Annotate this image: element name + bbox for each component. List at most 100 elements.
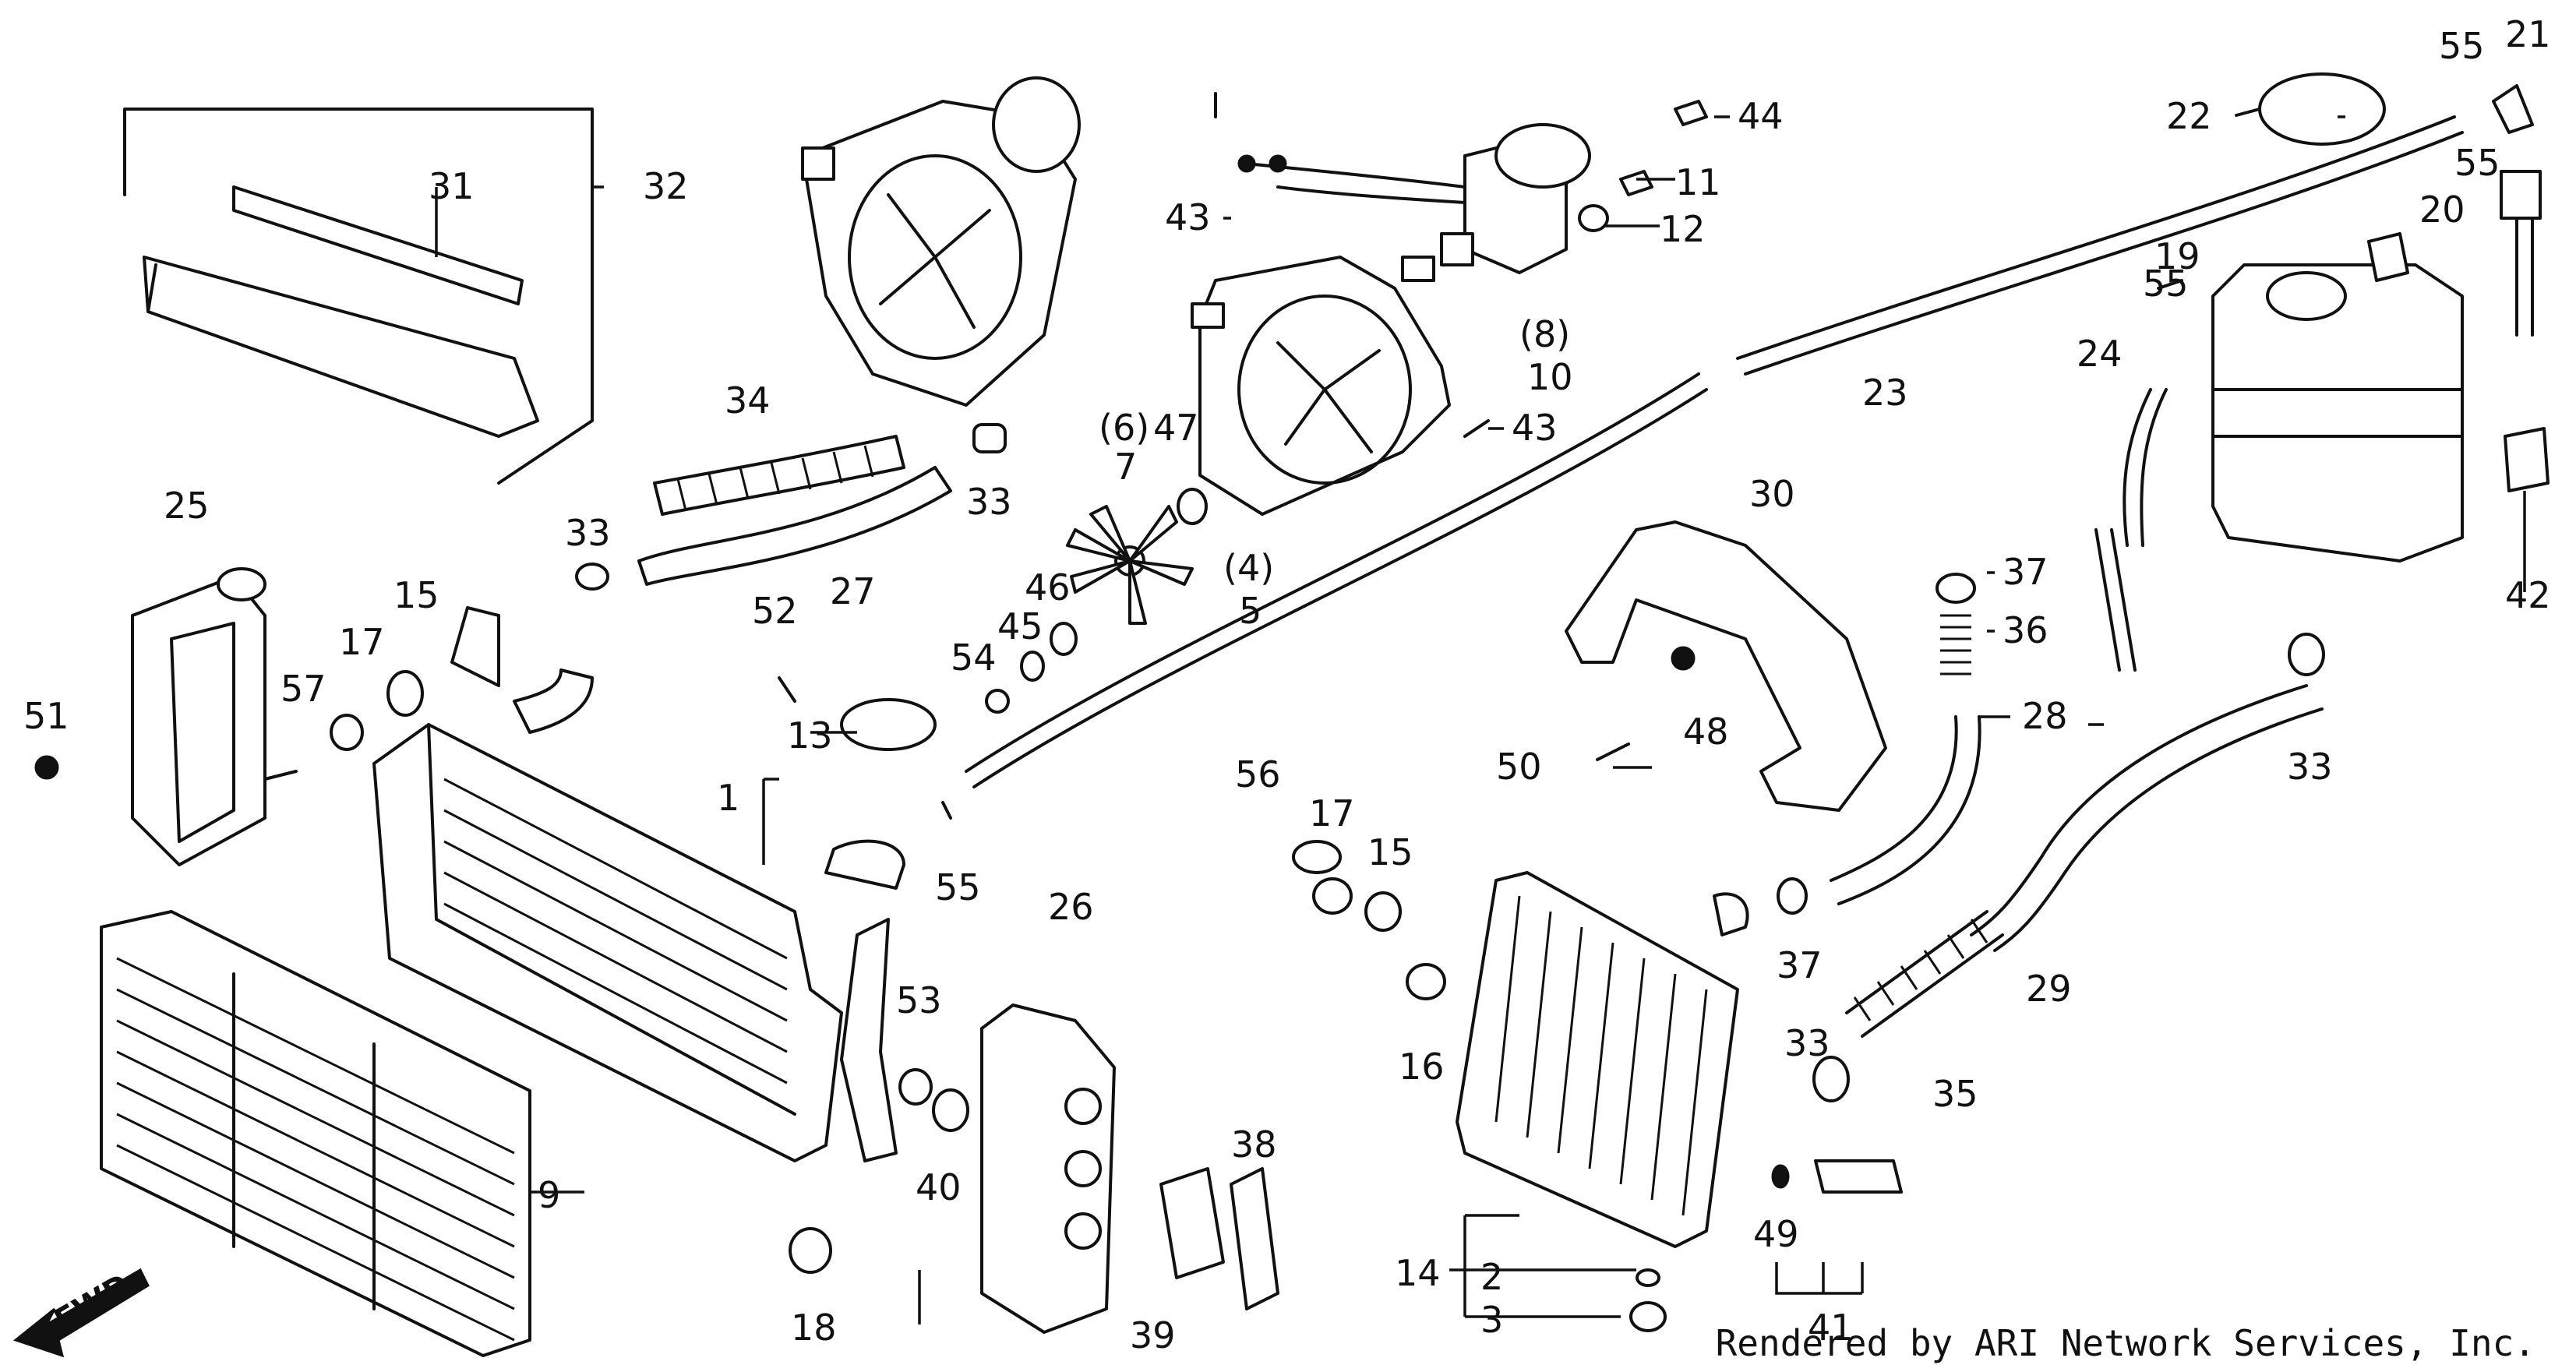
- sub-radiator: [1456, 871, 1749, 1248]
- callout-55-tank: 55: [2143, 263, 2189, 305]
- clamp-33-right: [2288, 633, 2325, 676]
- callout-8: (8): [1519, 313, 1570, 355]
- callout-46: 46: [1025, 566, 1071, 608]
- grommet-17-left: [330, 714, 364, 751]
- callout-50: 50: [1496, 746, 1542, 788]
- credit-text: Rendered by ARI Network Services, Inc.: [1715, 1322, 2535, 1364]
- duct-26: [980, 1003, 1116, 1334]
- washer-49: [1771, 1164, 1790, 1189]
- grommet-17-center: [1312, 877, 1353, 915]
- main-radiator: [372, 606, 905, 1162]
- callout-43-lower: 43: [1512, 407, 1558, 449]
- callout-44: 44: [1738, 95, 1784, 137]
- callout-19: 19: [2154, 235, 2200, 277]
- callout-32: 32: [643, 165, 689, 207]
- left-fan-shroud-assembly: [801, 76, 1081, 407]
- callout-56: 56: [1235, 753, 1281, 795]
- callout-47: 47: [1153, 407, 1199, 449]
- callout-25: 25: [164, 485, 210, 527]
- callout-14: 14: [1395, 1252, 1441, 1294]
- callout-18: 18: [791, 1307, 837, 1349]
- callout-12: 12: [1660, 208, 1706, 250]
- callout-36: 36: [2003, 609, 2048, 651]
- callout-55-top: 55: [2439, 25, 2485, 67]
- collar-15-center: [1364, 891, 1402, 932]
- callout-29: 29: [2026, 968, 2072, 1010]
- tank-fitting-20-21: [2492, 84, 2542, 337]
- clamp-37-upper: [1936, 573, 1976, 604]
- overflow-hose-23: [965, 115, 2464, 788]
- fan-shroud-4-5: [1191, 256, 1451, 516]
- washer-47: [1177, 488, 1208, 525]
- callout-13: 13: [787, 714, 833, 757]
- callout-17-left: 17: [339, 621, 385, 663]
- bolt-52: [778, 676, 796, 703]
- fwd-arrow: FWD: [12, 1267, 150, 1358]
- grommet-16: [1406, 963, 1446, 1000]
- callout-35: 35: [1932, 1073, 1978, 1115]
- nut-51: [34, 755, 59, 780]
- hose-29-spring-35: [1845, 684, 2324, 1038]
- callout-1: 1: [717, 777, 739, 819]
- callout-5: 5: [1239, 590, 1262, 632]
- callout-42: 42: [2505, 574, 2551, 616]
- callout-28: 28: [2022, 695, 2068, 737]
- collar-11: [1619, 170, 1653, 196]
- callout-48: 48: [1683, 711, 1729, 753]
- callout-45: 45: [997, 605, 1043, 647]
- callout-37-upper: 37: [2003, 551, 2048, 593]
- callout-24: 24: [2077, 333, 2123, 375]
- callout-7: 7: [1114, 446, 1137, 488]
- callout-15-center: 15: [1367, 831, 1413, 873]
- clamp-37-lower: [1777, 877, 1808, 915]
- callout-54: 54: [951, 637, 997, 679]
- bolt-43-lower: [1463, 419, 1490, 438]
- callout-53: 53: [896, 979, 942, 1021]
- callout-2: 2: [1480, 1256, 1503, 1298]
- callout-31: 31: [429, 165, 475, 207]
- callout-17-center: 17: [1309, 792, 1355, 834]
- callout-55-radiator: 55: [935, 866, 981, 908]
- fan-motor-8-10: [1237, 123, 1591, 274]
- bolt-44: [1674, 100, 1708, 126]
- callout-43-upper: 43: [1165, 196, 1211, 238]
- callout-57: 57: [281, 668, 326, 710]
- callout-49: 49: [1753, 1213, 1799, 1255]
- callout-52: 52: [752, 590, 798, 632]
- collar-15-left: [386, 670, 424, 717]
- leader-lines: [530, 115, 2526, 1324]
- callout-33-left: 33: [565, 512, 611, 554]
- grommet-12: [1578, 204, 1609, 232]
- callout-6: (6): [1099, 407, 1149, 449]
- callout-39: 39: [1130, 1314, 1176, 1356]
- callout-16: 16: [1399, 1046, 1445, 1088]
- washer-45: [1020, 651, 1045, 682]
- front-grille: [100, 910, 531, 1357]
- side-cover-25: [131, 567, 266, 866]
- clamp-33-left: [575, 563, 609, 591]
- hose-24: [2094, 388, 2168, 672]
- callout-numbers: 1 2 3 (4) 5 (6) 7 (8) 9 10 11 12 13 14 1…: [23, 13, 2551, 1356]
- fwd-label: FWD: [48, 1267, 137, 1338]
- clip-55: [941, 801, 952, 820]
- clamp-33-upper: [972, 423, 1007, 453]
- callout-34: 34: [725, 379, 771, 421]
- callout-33-upper: 33: [966, 481, 1012, 523]
- bolt-57: [263, 770, 298, 781]
- nut-53: [898, 1068, 933, 1106]
- bolt-50: [1596, 742, 1630, 761]
- callout-26: 26: [1048, 886, 1094, 928]
- washer-46: [1050, 622, 1078, 656]
- label-42: [2504, 427, 2550, 492]
- washer-2: [1636, 1268, 1660, 1287]
- tank-cap-22: [2235, 72, 2386, 146]
- callout-55-fitting: 55: [2454, 142, 2500, 184]
- bracket-30: [1565, 520, 1887, 812]
- seal-40: [932, 1088, 969, 1132]
- bolt-56: [1292, 840, 1342, 874]
- callout-22: 22: [2166, 95, 2212, 137]
- callout-10: 10: [1527, 356, 1573, 398]
- callout-11: 11: [1675, 161, 1721, 203]
- callout-40: 40: [916, 1166, 962, 1208]
- callout-30: 30: [1749, 473, 1795, 515]
